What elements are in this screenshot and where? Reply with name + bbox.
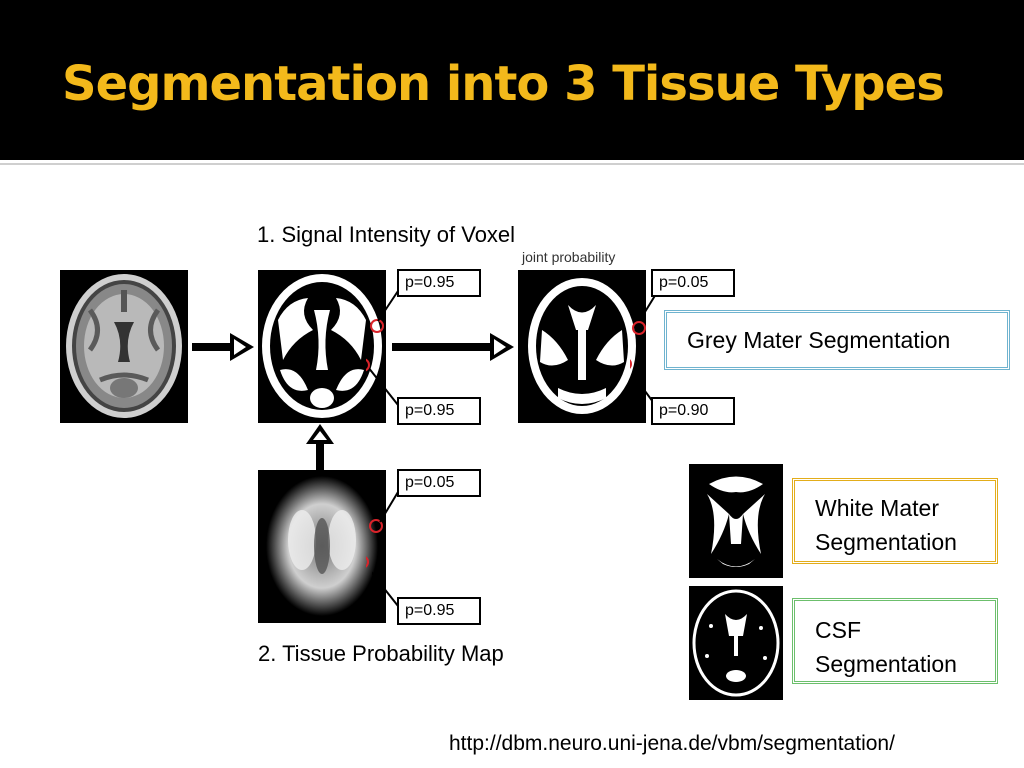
joint-leader-lines [632,293,657,407]
arrow-right-icon [392,333,514,361]
signal-intensity-label: 1. Signal Intensity of Voxel [257,222,516,247]
joint-probability-image [518,270,646,423]
signal-markers [366,319,384,372]
joint-markers [630,321,646,369]
signal-intensity-image [258,270,386,423]
signal-callout-top: p=0.95 [397,269,481,297]
source-url: http://dbm.neuro.uni-jena.de/vbm/segment… [449,732,895,755]
signal-leader-lines [370,290,399,406]
csf-image [689,586,783,700]
tissue-probability-map-label: 2. Tissue Probability Map [258,641,504,666]
csf-label: CSF Segmentation [815,617,957,677]
tpm-leader-lines [372,491,399,607]
mri-t1-image [60,270,188,423]
white-matter-label: White Mater Segmentation [815,495,957,555]
tissue-probability-map-image [258,470,386,623]
joint-callout-top: p=0.05 [651,269,735,297]
arrow-up-icon [306,424,334,470]
csf-box: CSF Segmentation [792,598,998,684]
joint-callout-bottom: p=0.90 [651,397,735,425]
tpm-callout-top: p=0.05 [397,469,481,497]
grey-matter-label: Grey Mater Segmentation [687,327,951,353]
title-divider [0,163,1024,165]
slide-title: Segmentation into 3 Tissue Types [62,56,945,112]
tpm-markers [366,519,383,568]
grey-matter-box: Grey Mater Segmentation [664,310,1010,370]
white-matter-image [689,464,783,578]
arrow-right-icon [192,333,254,361]
title-bar [0,0,1024,160]
joint-probability-label: joint probability [522,249,616,265]
tpm-callout-bottom: p=0.95 [397,597,481,625]
signal-callout-bottom: p=0.95 [397,397,481,425]
white-matter-box: White Mater Segmentation [792,478,998,564]
